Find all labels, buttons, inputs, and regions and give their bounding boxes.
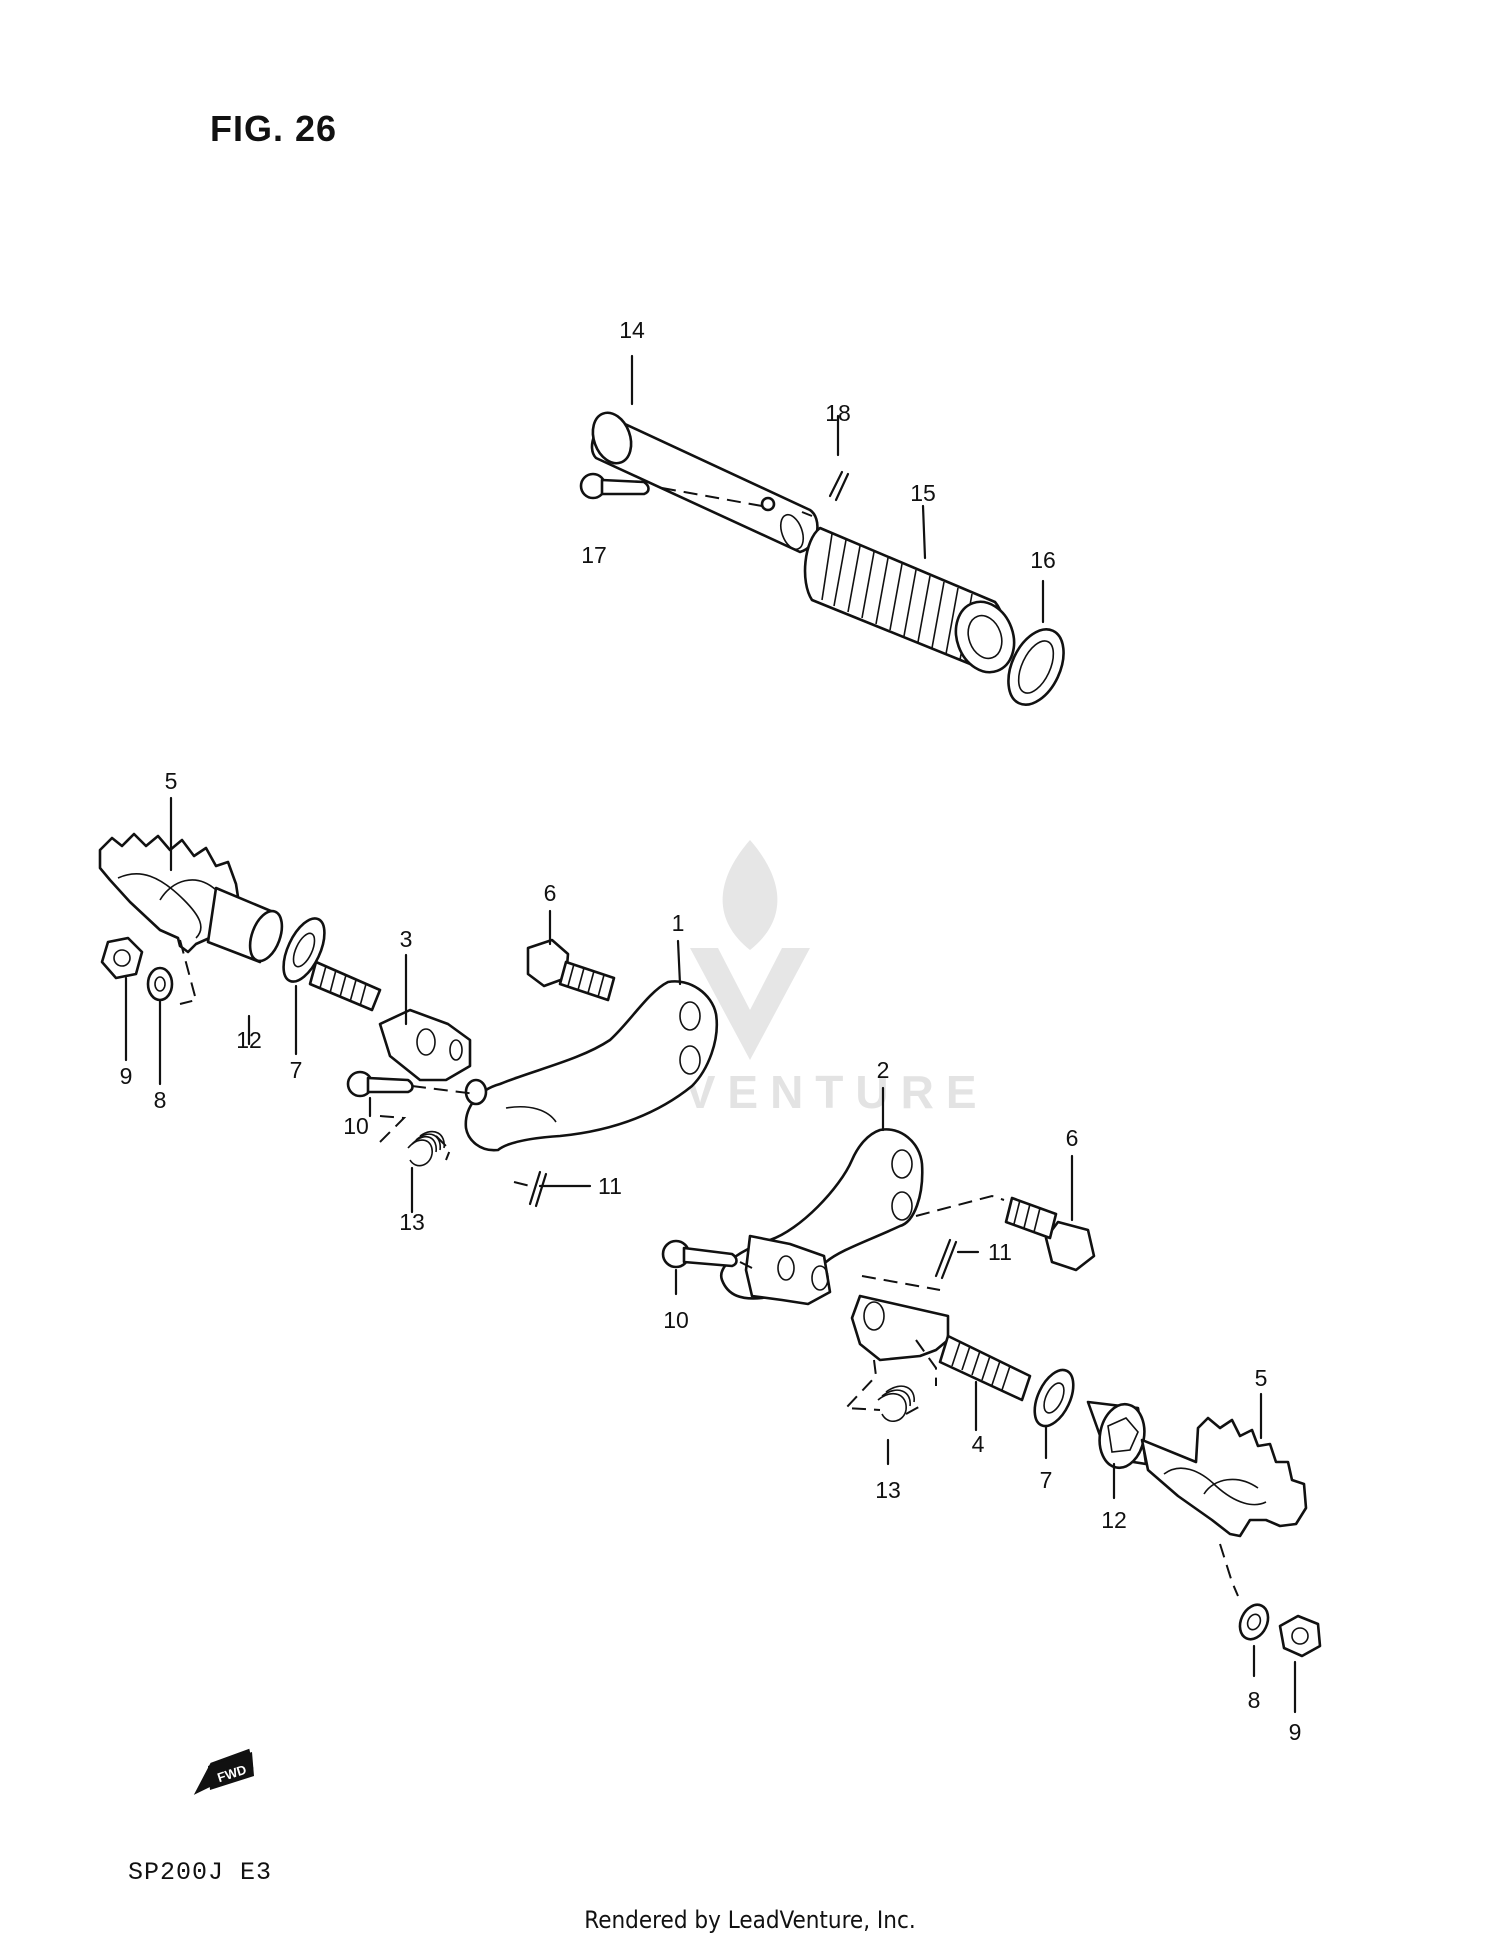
watermark-v-icon xyxy=(690,948,810,1060)
callout-15: 15 xyxy=(910,480,936,506)
callout-4: 4 xyxy=(972,1431,985,1457)
watermark-flame-icon xyxy=(722,840,778,950)
callout-5: 5 xyxy=(165,768,178,794)
callout-14: 14 xyxy=(619,317,645,343)
part-13-spring-left xyxy=(407,1130,445,1167)
model-code-label: SP200J E3 xyxy=(128,1858,273,1887)
part-10-pin-right xyxy=(661,1239,738,1269)
part-6-bolt-left xyxy=(526,938,616,1002)
part-16-washer xyxy=(1007,628,1065,706)
callout-3: 3 xyxy=(400,926,413,952)
callout-17: 17 xyxy=(581,542,607,568)
callout-8: 8 xyxy=(154,1087,167,1113)
callout-6: 6 xyxy=(1066,1125,1079,1151)
footer-credit: Rendered by LeadVenture, Inc. xyxy=(584,1906,916,1934)
callout-6: 6 xyxy=(544,880,557,906)
part-9-nut-right xyxy=(1278,1614,1322,1658)
callout-12: 12 xyxy=(1101,1507,1127,1533)
callout-9: 9 xyxy=(1289,1719,1302,1745)
part-5-footpeg-right xyxy=(1140,1416,1308,1538)
callout-1: 1 xyxy=(672,910,685,936)
part-10-pin-left xyxy=(346,1070,414,1098)
part-18-cotter-pin xyxy=(828,470,850,502)
part-6-bolt-right xyxy=(1004,1196,1096,1272)
callout-10: 10 xyxy=(343,1113,369,1139)
figure-title: FIG. 26 xyxy=(210,108,338,149)
part-5-footpeg-left xyxy=(98,832,242,954)
part-7-washer-left xyxy=(282,917,326,983)
fwd-arrow-badge: FWD xyxy=(193,1748,254,1795)
part-12-spacer-right xyxy=(1086,1400,1148,1470)
callout-16: 16 xyxy=(1030,547,1056,573)
part-12-spacer-left xyxy=(206,886,284,964)
callout-8: 8 xyxy=(1248,1687,1261,1713)
callout-12: 12 xyxy=(236,1027,262,1053)
part-15-rubber-grip xyxy=(803,526,1016,674)
part-1-footrest-bracket-left xyxy=(464,980,719,1152)
part-3-pivot-bolt-bracket-left xyxy=(308,960,472,1082)
part-11-cotter-pin-left xyxy=(528,1170,548,1208)
part-11-cotter-pin-right xyxy=(934,1238,958,1280)
part-13-spring-right xyxy=(877,1385,915,1422)
callout-7: 7 xyxy=(1040,1467,1053,1493)
callout-2: 2 xyxy=(877,1057,890,1083)
callout-7: 7 xyxy=(290,1057,303,1083)
callout-11: 11 xyxy=(988,1239,1012,1265)
part-4-pivot-bolt-bracket-right xyxy=(850,1294,1032,1402)
part-14-grip-sleeve xyxy=(590,411,819,554)
callout-13: 13 xyxy=(875,1477,901,1503)
callout-13: 13 xyxy=(399,1209,425,1235)
callout-18: 18 xyxy=(825,400,851,426)
part-8-washer-right xyxy=(1238,1603,1270,1641)
part-17-clevis-pin xyxy=(579,472,650,500)
callout-10: 10 xyxy=(663,1307,689,1333)
callout-5: 5 xyxy=(1255,1365,1268,1391)
part-7-washer-right xyxy=(1033,1368,1075,1428)
part-2-footrest-bracket-right xyxy=(719,1128,924,1306)
part-9-nut-left xyxy=(100,936,144,980)
callout-11: 11 xyxy=(598,1173,622,1199)
callout-9: 9 xyxy=(120,1063,133,1089)
part-8-washer-left xyxy=(146,966,174,1002)
